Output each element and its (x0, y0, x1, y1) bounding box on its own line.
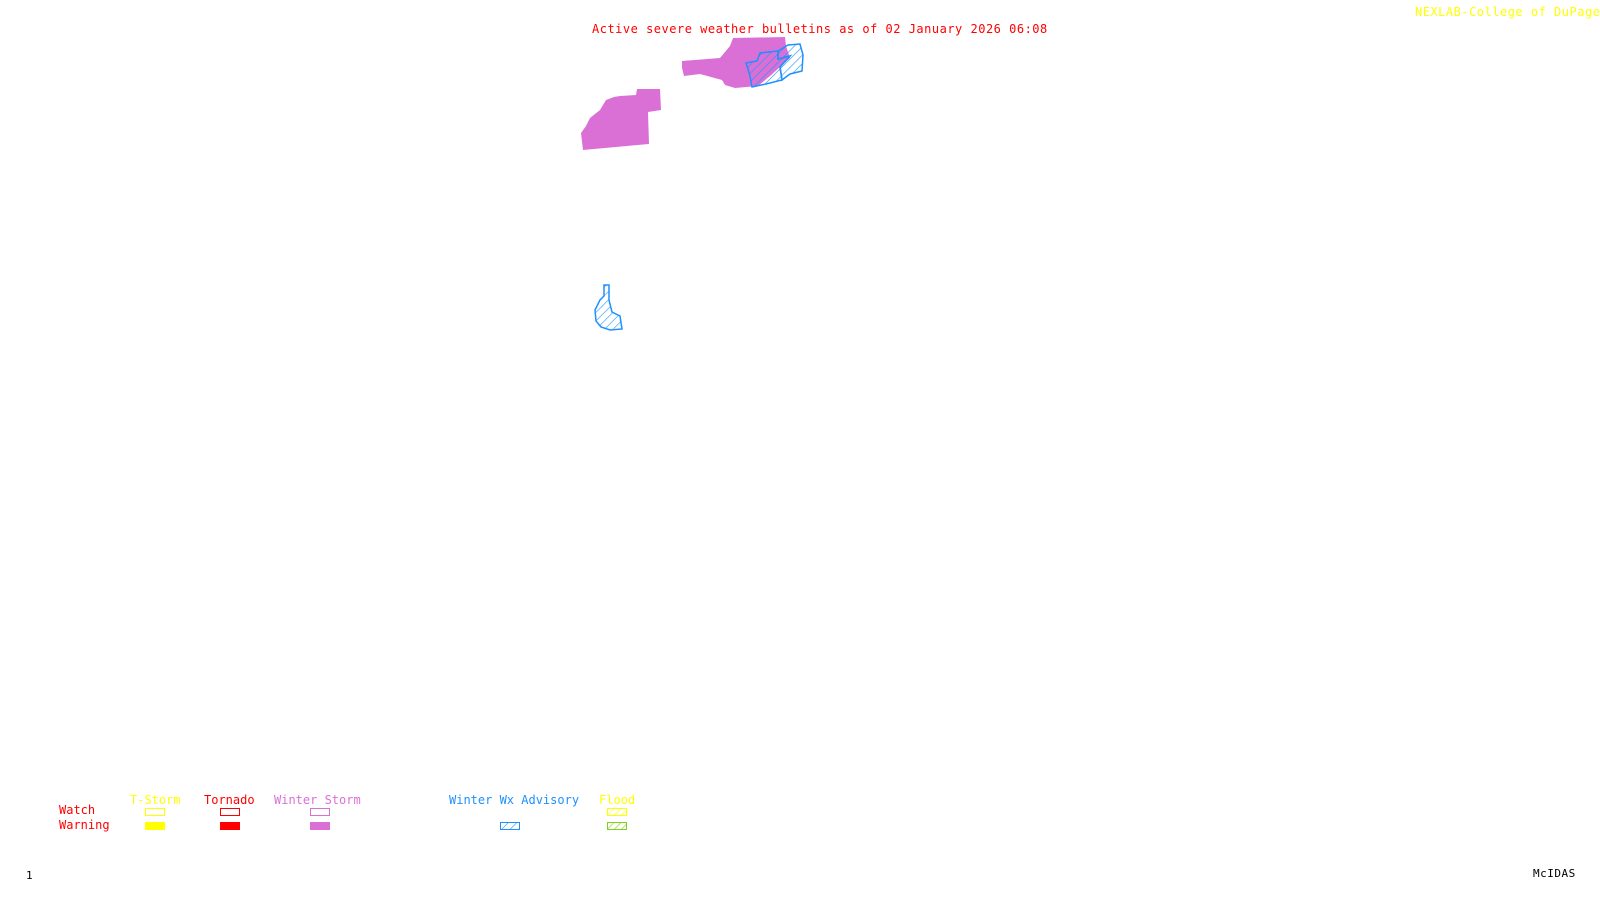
legend-tornado-warning-swatch (220, 822, 240, 830)
credit-label: NEXLAB-College of DuPage ◹ (1415, 5, 1600, 19)
legend-winter-storm-label: Winter Storm (274, 793, 361, 807)
frame-number: 1 (26, 869, 34, 882)
legend-warning-label: Warning (59, 818, 110, 832)
software-label: McIDAS (1533, 867, 1576, 880)
legend-watch-label: Watch (59, 803, 96, 817)
winter-wx-advisory-area[interactable] (594, 284, 623, 331)
legend-winter-storm-warning-swatch (310, 822, 330, 830)
legend-tornado-label: Tornado (204, 793, 255, 807)
legend-winter-wx-advisory-label: Winter Wx Advisory (449, 793, 580, 807)
legend-flood-label: Flood (599, 793, 636, 807)
winter-storm-warning-area[interactable] (581, 89, 661, 150)
legend-tstorm-watch-swatch (145, 808, 165, 816)
legend-tstorm-label: T-Storm (130, 793, 181, 807)
legend-winter-storm-watch-swatch (310, 808, 330, 816)
legend-flood-warning-swatch (607, 822, 627, 830)
map-title: Active severe weather bulletins as of 02… (592, 22, 1048, 36)
legend-winter-wx-advisory-swatch (500, 822, 520, 830)
legend-flood-watch-swatch (607, 808, 627, 816)
legend-tstorm-warning-swatch (145, 822, 165, 830)
legend-tornado-watch-swatch (220, 808, 240, 816)
winter-wx-advisory-area[interactable] (745, 43, 804, 88)
